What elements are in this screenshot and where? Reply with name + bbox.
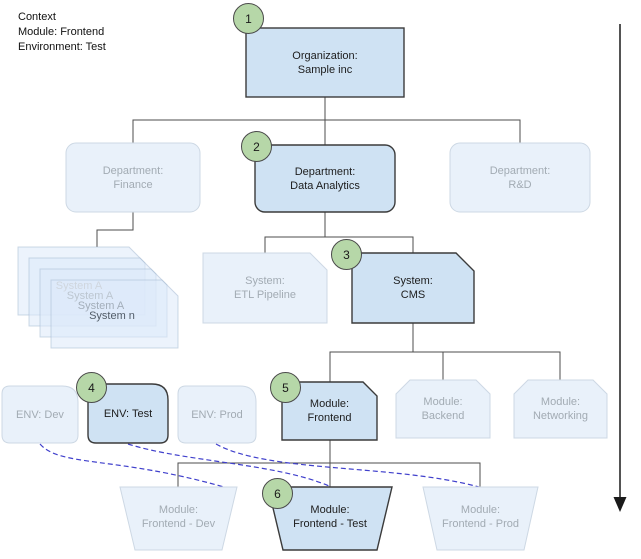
step-badge-4: 4 bbox=[76, 372, 107, 403]
node-env-dev bbox=[1, 385, 79, 444]
connector-cms-to-modules bbox=[329, 323, 561, 382]
node-organization bbox=[245, 27, 405, 98]
env-test-link bbox=[127, 443, 330, 487]
connector-org-to-departments bbox=[132, 97, 521, 145]
node-module-frontend-dev bbox=[119, 486, 238, 551]
node-module-frontend-prod bbox=[422, 486, 539, 551]
step-badge-1: 1 bbox=[233, 3, 264, 34]
node-system-cms bbox=[351, 252, 475, 324]
step-badge-3: 3 bbox=[331, 239, 362, 270]
context-note: Context Module: Frontend Environment: Te… bbox=[18, 10, 106, 55]
context-environment-line: Environment: Test bbox=[18, 41, 106, 53]
node-module-frontend-test bbox=[267, 486, 393, 551]
env-prod-link bbox=[215, 443, 480, 488]
system-stack-label: System A bbox=[66, 290, 114, 302]
step-badge-5: 5 bbox=[270, 372, 301, 403]
node-module-networking bbox=[513, 379, 608, 439]
flow-arrow-head bbox=[613, 497, 627, 512]
system-stack-label: System A bbox=[77, 300, 125, 312]
context-module-line: Module: Frontend bbox=[18, 26, 105, 38]
system-stack-label: System n bbox=[89, 310, 135, 322]
system-stack-card bbox=[50, 279, 179, 349]
step-badge-2: 2 bbox=[241, 131, 272, 162]
node-department-rd bbox=[449, 142, 591, 213]
step-badge-6: 6 bbox=[262, 478, 293, 509]
context-heading: Context bbox=[18, 11, 56, 23]
node-department-analytics bbox=[254, 144, 396, 213]
env-dev-link bbox=[39, 443, 225, 488]
system-stack-label: System A bbox=[55, 280, 103, 292]
connector-finance-to-systemstack bbox=[96, 212, 134, 247]
connector-frontend-to-instances bbox=[177, 440, 481, 487]
node-env-prod bbox=[177, 385, 257, 444]
node-department-finance bbox=[65, 142, 201, 213]
connector-analytics-to-systems bbox=[264, 212, 414, 253]
node-system-etl bbox=[202, 252, 328, 324]
node-module-backend bbox=[395, 379, 491, 439]
